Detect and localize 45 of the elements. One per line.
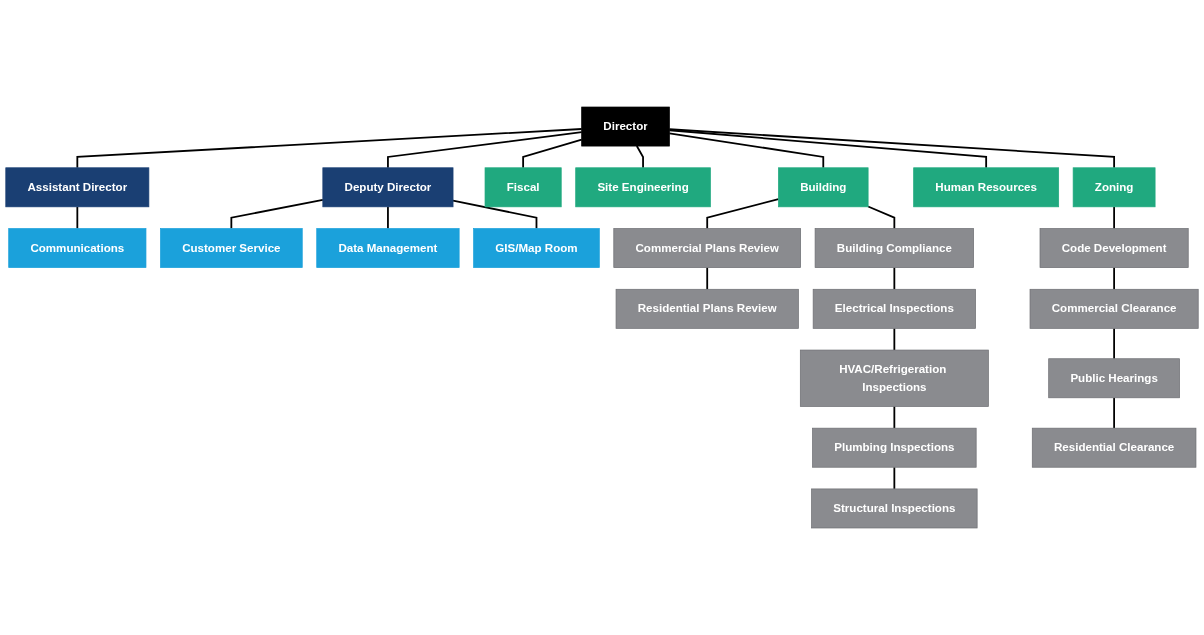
connector bbox=[635, 145, 644, 169]
connector bbox=[867, 205, 896, 230]
connector bbox=[706, 266, 709, 291]
connector bbox=[387, 205, 389, 230]
connector bbox=[1113, 205, 1116, 230]
connector bbox=[893, 466, 896, 490]
connector bbox=[1113, 396, 1116, 430]
node-box: Commercial Plans Review bbox=[613, 228, 801, 268]
node-box: HVAC/Refrigeration Inspections bbox=[799, 349, 989, 407]
node-box: Residential Plans Review bbox=[615, 288, 799, 329]
connector bbox=[230, 199, 324, 230]
connector bbox=[522, 138, 583, 169]
connector bbox=[668, 129, 988, 169]
node-box: Commercial Clearance bbox=[1029, 288, 1199, 329]
node-box: GIS/Map Room bbox=[473, 228, 600, 268]
connector bbox=[1113, 327, 1116, 360]
node-box: Plumbing Inspections bbox=[812, 427, 977, 468]
node-box: Building bbox=[778, 167, 869, 208]
node-box: Human Resources bbox=[913, 167, 1060, 208]
node-box: Zoning bbox=[1072, 167, 1156, 208]
node-box: Communications bbox=[8, 228, 147, 268]
node-box: Customer Service bbox=[160, 228, 303, 268]
connector bbox=[452, 199, 538, 230]
node-box: Public Hearings bbox=[1048, 358, 1180, 399]
connector bbox=[668, 132, 825, 169]
node-box: Residential Clearance bbox=[1031, 427, 1197, 468]
connector bbox=[387, 131, 583, 169]
node-box: Assistant Director bbox=[5, 167, 150, 208]
connector bbox=[668, 128, 1116, 169]
connector bbox=[76, 205, 79, 230]
connector bbox=[893, 327, 896, 351]
node-box: Fiscal bbox=[484, 167, 562, 208]
node-box: Director bbox=[581, 106, 670, 147]
node-box: Deputy Director bbox=[322, 167, 454, 208]
connector bbox=[893, 266, 896, 291]
node-box: Data Management bbox=[316, 228, 460, 268]
node-box: Structural Inspections bbox=[811, 488, 978, 529]
node-box: Site Engineering bbox=[575, 167, 711, 208]
connector bbox=[76, 128, 583, 169]
node-box: Code Development bbox=[1039, 228, 1189, 268]
node-box: Electrical Inspections bbox=[812, 288, 976, 329]
node-box: Building Compliance bbox=[814, 228, 974, 268]
connector bbox=[893, 405, 896, 430]
connector bbox=[706, 198, 780, 230]
connector bbox=[1113, 266, 1116, 291]
